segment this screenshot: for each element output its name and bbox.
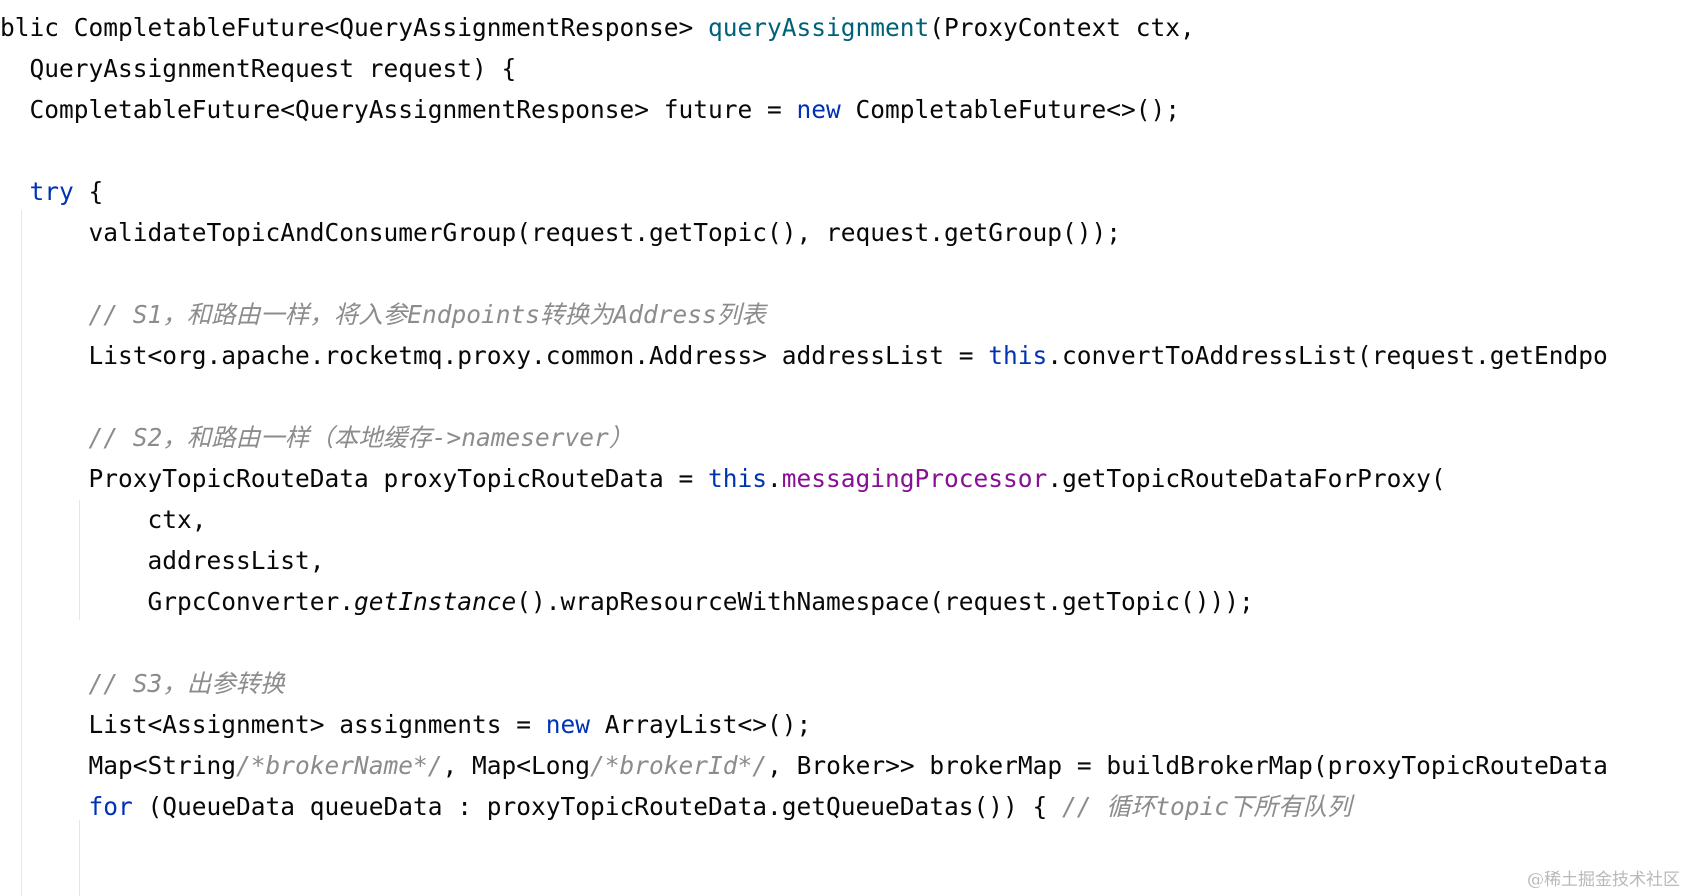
code-token-plain bbox=[0, 792, 89, 821]
code-token-comment: // S3，出参转换 bbox=[0, 669, 285, 698]
code-token-plain: (QueueData queueData : proxyTopicRouteDa… bbox=[132, 792, 1063, 821]
code-line[interactable]: try { bbox=[0, 170, 104, 214]
code-line[interactable]: QueryAssignmentRequest request) { bbox=[0, 47, 517, 91]
code-token-kw: try bbox=[29, 177, 74, 206]
code-token-plain: validateTopicAndConsumerGroup(request.ge… bbox=[0, 218, 1122, 247]
code-token-plain: ProxyTopicRouteData proxyTopicRouteData … bbox=[0, 464, 709, 493]
code-line[interactable]: CompletableFuture<QueryAssignmentRespons… bbox=[0, 88, 1181, 132]
code-token-plain: ArrayList<>(); bbox=[590, 710, 812, 739]
code-line[interactable]: List<org.apache.rocketmq.proxy.common.Ad… bbox=[0, 334, 1608, 378]
code-line[interactable]: GrpcConverter.getInstance().wrapResource… bbox=[0, 580, 1254, 624]
code-line[interactable]: ProxyTopicRouteData proxyTopicRouteData … bbox=[0, 457, 1446, 501]
code-token-plain: QueryAssignmentRequest request) { bbox=[0, 54, 517, 83]
code-token-static: getInstance bbox=[354, 587, 517, 616]
indent-guide-for-block bbox=[79, 820, 80, 896]
code-token-plain: Map<String bbox=[0, 751, 237, 780]
code-token-comment: /*brokerName*/ bbox=[236, 751, 443, 780]
code-token-plain: List<org.apache.rocketmq.proxy.common.Ad… bbox=[0, 341, 989, 370]
code-token-plain: , Map<Long bbox=[442, 751, 591, 780]
code-line[interactable]: List<Assignment> assignments = new Array… bbox=[0, 703, 812, 747]
code-token-comment: // S2，和路由一样（本地缓存->nameserver） bbox=[0, 423, 634, 452]
code-line[interactable]: // S1，和路由一样，将入参Endpoints转换为Address列表 bbox=[0, 293, 766, 337]
code-token-plain: . bbox=[767, 464, 782, 493]
code-token-plain: ctx, bbox=[0, 505, 207, 534]
code-token-plain: CompletableFuture<>(); bbox=[840, 95, 1181, 124]
watermark: @稀土掘金技术社区 bbox=[1527, 870, 1680, 890]
code-token-kw: for bbox=[88, 792, 133, 821]
code-token-plain: CompletableFuture<QueryAssignmentRespons… bbox=[0, 95, 797, 124]
code-token-kw: new bbox=[796, 95, 841, 124]
code-token-plain: blic CompletableFuture<QueryAssignmentRe… bbox=[0, 13, 709, 42]
code-line[interactable]: for (QueueData queueData : proxyTopicRou… bbox=[0, 785, 1352, 829]
code-line[interactable]: Map<String/*brokerName*/, Map<Long/*brok… bbox=[0, 744, 1608, 788]
code-token-kw: this bbox=[988, 341, 1048, 370]
code-line[interactable]: // S2，和路由一样（本地缓存->nameserver） bbox=[0, 416, 634, 460]
code-token-plain: GrpcConverter. bbox=[0, 587, 355, 616]
code-line[interactable]: blic CompletableFuture<QueryAssignmentRe… bbox=[0, 6, 1195, 50]
code-line[interactable]: // S3，出参转换 bbox=[0, 662, 285, 706]
indent-guide-method-args bbox=[79, 500, 80, 620]
code-token-plain: { bbox=[73, 177, 104, 206]
code-line[interactable]: ctx, bbox=[0, 498, 207, 542]
indent-guide-try-block bbox=[21, 210, 22, 896]
code-token-plain: addressList, bbox=[0, 546, 325, 575]
code-token-comment: /*brokerId*/ bbox=[590, 751, 768, 780]
code-token-fn: queryAssignment bbox=[708, 13, 930, 42]
code-line[interactable]: validateTopicAndConsumerGroup(request.ge… bbox=[0, 211, 1122, 255]
code-token-comment: // 循环topic下所有队列 bbox=[1062, 792, 1352, 821]
code-token-plain: .convertToAddressList(request.getEndpo bbox=[1047, 341, 1608, 370]
code-token-plain: List<Assignment> assignments = bbox=[0, 710, 546, 739]
code-token-field: messagingProcessor bbox=[781, 464, 1048, 493]
code-token-plain: , Broker>> brokerMap = buildBrokerMap(pr… bbox=[767, 751, 1608, 780]
code-token-plain bbox=[0, 177, 30, 206]
code-token-plain: .getTopicRouteDataForProxy( bbox=[1047, 464, 1446, 493]
code-token-comment: // S1，和路由一样，将入参Endpoints转换为Address列表 bbox=[0, 300, 766, 329]
code-token-plain: ().wrapResourceWithNamespace(request.get… bbox=[516, 587, 1254, 616]
code-line[interactable]: addressList, bbox=[0, 539, 325, 583]
code-token-plain: (ProxyContext ctx, bbox=[929, 13, 1195, 42]
code-token-kw: new bbox=[545, 710, 591, 739]
code-token-kw: this bbox=[708, 464, 768, 493]
